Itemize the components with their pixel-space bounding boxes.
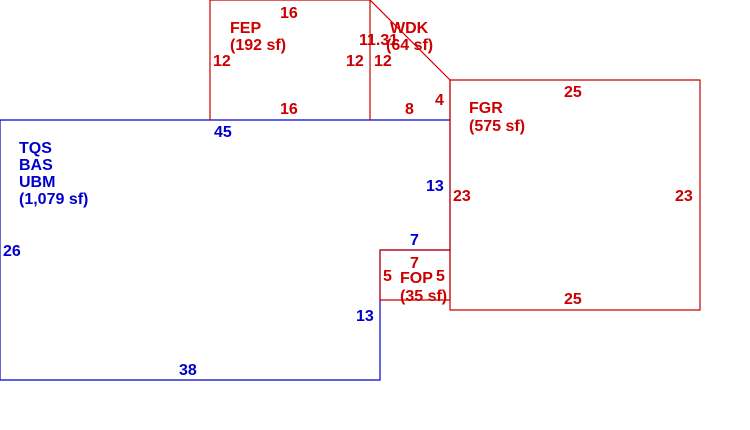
dim-wdk-left: 12: [374, 53, 392, 70]
dim-fgr-top: 25: [564, 84, 582, 101]
dim-fop-left: 5: [383, 268, 392, 285]
fgr-outline: [449, 79, 701, 311]
dim-fep-left: 12: [213, 53, 231, 70]
dim-wdk-right: 4: [435, 92, 444, 109]
dim-wdk-bottom: 8: [405, 101, 414, 118]
main-area-code-2: BAS: [19, 157, 53, 174]
main-area-size: (1,079 sf): [19, 191, 88, 208]
dim-main-top: 45: [214, 124, 232, 141]
fep-code: FEP: [230, 20, 261, 37]
dim-fep-bottom: 16: [280, 101, 298, 118]
dim-fep-right: 12: [346, 53, 364, 70]
fep-outline: [209, 0, 371, 120]
dim-fgr-right: 23: [675, 188, 693, 205]
dim-fop-right: 5: [436, 268, 445, 285]
fop-code: FOP: [400, 270, 433, 287]
wdk-size: (64 sf): [386, 37, 433, 54]
wdk-code: WDK: [390, 20, 429, 37]
fgr-code: FGR: [469, 100, 503, 117]
fop-size: (35 sf): [400, 288, 447, 305]
fep-size: (192 sf): [230, 37, 286, 54]
dim-fgr-bottom: 25: [564, 291, 582, 308]
dim-wdk-diagonal: 11.31: [359, 32, 398, 49]
fop-outline: [379, 249, 451, 301]
dim-fep-top: 16: [280, 5, 298, 22]
main-area-code-1: TQS: [19, 140, 52, 157]
dim-fgr-left: 23: [453, 188, 471, 205]
dim-main-right-lower: 13: [356, 308, 374, 325]
fgr-size: (575 sf): [469, 118, 525, 135]
dim-main-right-upper: 13: [426, 178, 444, 195]
dim-main-left: 26: [3, 243, 21, 260]
dim-fop-top: 7: [410, 255, 419, 272]
dim-main-notch-top: 7: [410, 232, 419, 249]
dim-main-bottom: 38: [179, 362, 197, 379]
main-area-code-3: UBM: [19, 174, 55, 191]
